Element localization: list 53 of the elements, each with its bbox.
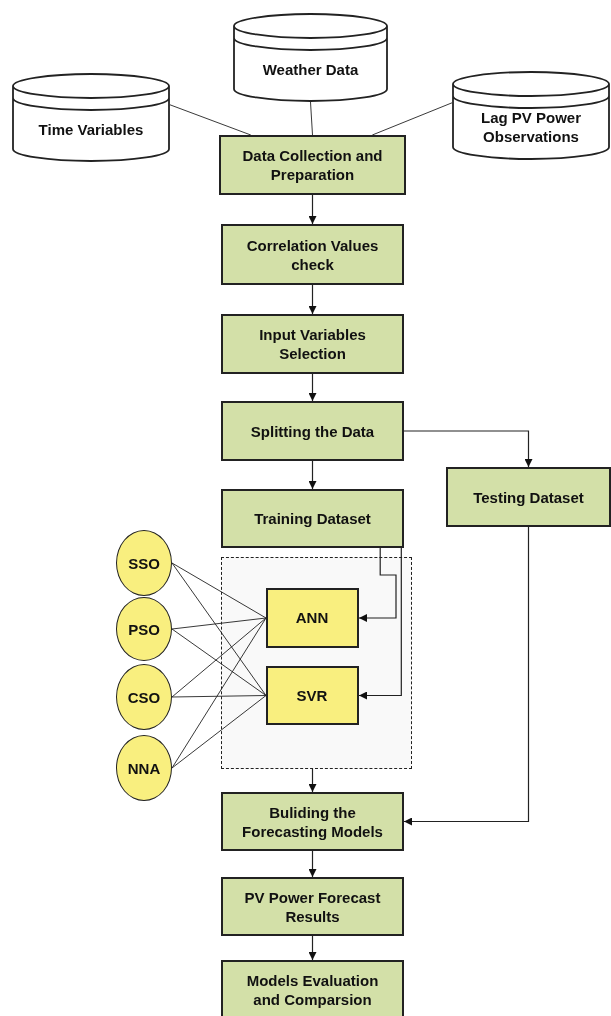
model-box [265,587,359,648]
process-box [221,314,404,374]
arrow [308,850,317,878]
node-label: ANN [295,609,329,626]
node-label: PV Power Forecast Results [243,887,382,926]
node-label: Buliding the Forecasting Models [241,802,384,841]
node-label: Weather Data [262,59,359,79]
node-label: Splitting the Data [250,421,375,441]
node-label: PSO [128,620,160,638]
node-label: Training Dataset [254,509,371,528]
arrow [308,935,317,961]
process-box [221,877,404,936]
arrow [403,526,530,826]
node-label: CSO [127,688,161,706]
arrow [308,284,317,315]
node-label: Testing Dataset [473,487,584,507]
connector-line [171,695,267,769]
arrow [308,768,317,793]
connector-line [171,695,267,698]
process-box [446,467,611,527]
arrow [308,460,317,490]
connector-line [171,617,267,698]
connector-line [310,101,313,136]
node-label: SVR [296,686,328,704]
arrow [358,547,402,700]
connector-line [171,628,267,696]
arrow [308,194,317,225]
model-box [265,665,359,725]
connector-line [171,617,267,769]
connector-line [171,562,267,696]
node-label: SSO [128,554,160,572]
process-box [221,792,404,851]
node-label: Lag PV Power Observations [480,108,582,146]
process-box [219,135,406,195]
connector-line [169,104,252,136]
arrow [308,373,317,402]
node-label: Correlation Values check [245,235,380,274]
connector-line [171,562,267,619]
node-label: NNA [127,759,161,777]
process-box [221,489,404,548]
arrow [358,547,397,622]
arrow [403,430,533,468]
connector-line [171,617,267,630]
node-label: Time Variables [38,119,144,139]
node-label: Data Collection and Preparation [241,146,384,184]
process-box [221,960,404,1016]
node-label: Input Variables Selection [258,325,367,363]
node-label: Models Evaluation and Comparsion [245,971,380,1009]
connector-line [371,102,453,136]
process-box [221,224,404,285]
process-box [221,401,404,461]
dashed-container [221,557,412,769]
algorithm-circle [116,597,172,661]
